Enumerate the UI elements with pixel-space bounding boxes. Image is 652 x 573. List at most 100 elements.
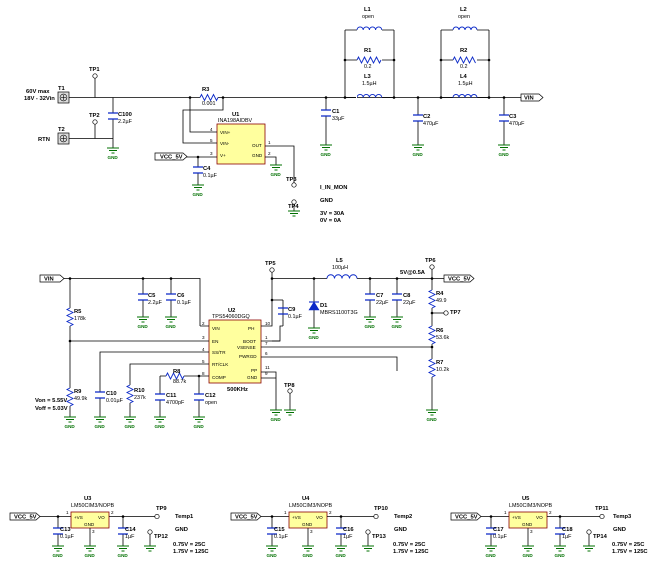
- r6-value: 53.6k: [436, 335, 449, 341]
- components-u1-nums-p2-label: 2: [268, 151, 271, 156]
- components-lm50_pins-vo-label: VO: [316, 515, 323, 520]
- components-u1-pins-vinp-label: VIN+: [220, 130, 231, 135]
- c4-value: 0.1µF: [203, 173, 218, 179]
- components-u1-pins-out-label: OUT: [252, 143, 262, 148]
- components-u2-nums-p1-label: 1: [265, 335, 268, 340]
- svg-text:GND: GND: [523, 553, 534, 558]
- vcc5v-tag-u1: VCC_5V: [160, 155, 183, 161]
- c4-ref: C4: [203, 166, 211, 172]
- c10-value: 0.01µF: [106, 398, 124, 404]
- svg-text:GND: GND: [309, 335, 320, 340]
- components-u2-nums-p5-label: 5: [202, 359, 205, 364]
- rtn-label: RTN: [38, 137, 50, 143]
- current-note-2: 0V = 0A: [320, 218, 342, 224]
- components-u2-nums-p9-label: 9: [265, 371, 268, 376]
- components-u1-nums-p3-label: 3: [210, 151, 213, 156]
- svg-text:GND: GND: [427, 417, 438, 422]
- temp-sensor-u5: VCC_5V C17 0.1µF GND U5 LM50CIM3/NOPB +V…: [450, 496, 648, 558]
- r10-ref: R10: [134, 388, 145, 394]
- components-u2-pins-pp-label: PP: [251, 368, 257, 373]
- u2-part: TPS54060DGQ: [212, 314, 250, 320]
- r1-value: 0.2: [364, 64, 372, 70]
- testpoints-tp11-label: TP11: [595, 506, 609, 512]
- c9-value: 0.1µF: [288, 314, 303, 320]
- svg-text:GND: GND: [138, 324, 149, 329]
- t2-label: T2: [58, 127, 65, 133]
- svg-text:GND: GND: [193, 192, 204, 197]
- components-u1-pins-vinm-label: VIN-: [220, 141, 230, 146]
- notes-temp_l1-label: 0.75V = 25C: [393, 542, 426, 548]
- notes-temp_l1-label: 0.75V = 25C: [173, 542, 206, 548]
- r5-ref: R5: [74, 309, 82, 315]
- components-u3-ref-label: U3: [84, 496, 92, 502]
- notes-temp_l2-label: 1.75V = 125C: [393, 549, 429, 555]
- svg-text:GND: GND: [155, 424, 166, 429]
- components-u2-pins-gnd-label: GND: [247, 375, 258, 380]
- nets-temp2-label: Temp2: [394, 514, 412, 520]
- input-range-line1: 60V max: [26, 89, 50, 95]
- notes-temp_l2-label: 1.75V = 125C: [173, 549, 209, 555]
- svg-text:GND: GND: [555, 553, 566, 558]
- nets-temp3-label: Temp3: [613, 514, 632, 520]
- c8-value: 22µF: [403, 300, 416, 306]
- components-u2-pins-sstr-label: SS/TR: [212, 350, 226, 355]
- components-c18-value-label: 1µF: [562, 534, 572, 540]
- nets-temp1-label: Temp1: [175, 514, 194, 520]
- five-v-label: 5V@0.5A: [400, 270, 426, 276]
- components-lm50_pins-vo-label: VO: [98, 515, 105, 520]
- nets-vcc_5v-label: VCC_5V: [455, 515, 478, 521]
- components-u5-ref-label: U5: [522, 496, 530, 502]
- input-range-line2: 18V - 32Vin: [24, 96, 55, 102]
- l5-value: 100µH: [332, 265, 348, 271]
- testpoints-tp10-label: TP10: [374, 506, 388, 512]
- components-c16-value-label: 1µF: [343, 534, 353, 540]
- components-lm50_pins-vs-label: +VS: [512, 515, 521, 520]
- components-u2-nums-p6-label: 6: [265, 351, 268, 356]
- svg-text:GND: GND: [271, 417, 282, 422]
- c6-ref: C6: [177, 293, 185, 299]
- gnd-text-label: GND: [320, 198, 333, 204]
- r9-ref: R9: [74, 389, 82, 395]
- l4-ref: L4: [460, 74, 468, 80]
- svg-text:GND: GND: [499, 152, 510, 157]
- t1-label: T1: [58, 86, 66, 92]
- components-u2-pins-ph-label: PH: [248, 326, 254, 331]
- components-lm50_pins-p3-label: 3: [310, 529, 313, 534]
- u2-chip: [208, 319, 262, 384]
- l2-ref: L2: [460, 7, 467, 13]
- tp1-label: TP1: [89, 67, 100, 73]
- tp2-label: TP2: [89, 113, 100, 119]
- tp8-label: TP8: [284, 383, 295, 389]
- svg-text:GND: GND: [95, 424, 106, 429]
- c1-value: 33µF: [332, 116, 345, 122]
- c9-ref: C9: [288, 307, 296, 313]
- svg-text:GND: GND: [392, 324, 403, 329]
- nets-gnd_label-label: GND: [175, 527, 188, 533]
- svg-text:GND: GND: [413, 152, 424, 157]
- vin-tag-buck: VIN: [44, 277, 54, 283]
- r3-ref: R3: [202, 87, 210, 93]
- components-lm50_pins-p2-label: 2: [329, 510, 332, 515]
- c100-ref: C100: [118, 112, 132, 118]
- notes-temp_l1-label: 0.75V = 25C: [612, 542, 645, 548]
- nets-vcc_5v-label: VCC_5V: [235, 515, 258, 521]
- components-c18-ref-label: C18: [562, 527, 573, 533]
- components-u1-nums-p1-label: 1: [268, 140, 271, 145]
- components-c17-ref-label: C17: [493, 527, 504, 533]
- temp-sensor-u4: VCC_5V C15 0.1µF GND U4 LM50CIM3/NOPB +V…: [230, 496, 429, 558]
- svg-text:GND: GND: [166, 324, 177, 329]
- c7-ref: C7: [376, 293, 383, 299]
- svg-text:GND: GND: [108, 155, 119, 160]
- components-u2-nums-p2-label: 2: [202, 321, 205, 326]
- components-c14-ref-label: C14: [125, 527, 136, 533]
- components-u2-nums-p8-label: 8: [202, 371, 205, 376]
- svg-text:GND: GND: [321, 152, 332, 157]
- svg-text:GND: GND: [118, 553, 129, 558]
- components-u4-part-label: LM50CIM3/NOPB: [289, 503, 333, 509]
- components-c15-value-label: 0.1µF: [274, 534, 289, 540]
- c5-value: 2.2µF: [148, 300, 163, 306]
- r5-value: 178k: [74, 316, 86, 322]
- l3-value: 1.5µH: [362, 81, 377, 87]
- components-u2-pins-boot-label: BOOT: [243, 339, 256, 344]
